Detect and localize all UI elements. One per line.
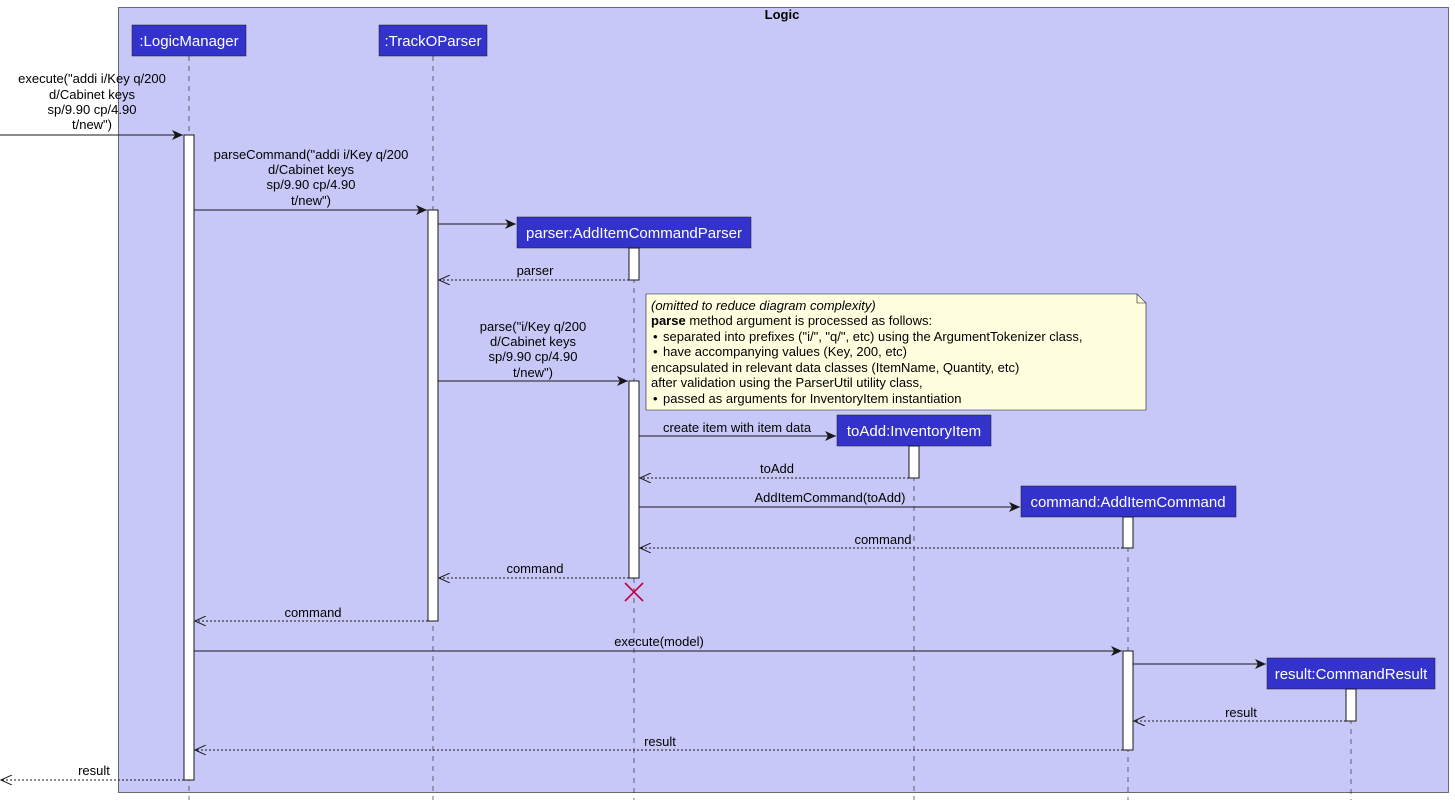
label-parse-call-1: parse("i/Key q/200 bbox=[480, 319, 587, 334]
svg-text::TrackOParser: :TrackOParser bbox=[385, 33, 482, 50]
label-result-return-1: result bbox=[1225, 705, 1257, 720]
note-line-7: passed as arguments for InventoryItem in… bbox=[663, 391, 961, 406]
activation-command-execute bbox=[1122, 650, 1134, 751]
frame-title: Logic bbox=[765, 7, 800, 22]
label-execute-call-1: execute("addi i/Key q/200 bbox=[18, 71, 166, 86]
label-result-return-3: result bbox=[78, 763, 110, 778]
note-line-5: encapsulated in relevant data classes (I… bbox=[651, 360, 1019, 375]
note-bullet-4: • bbox=[653, 344, 658, 359]
participant-logic-manager: :LogicManager bbox=[131, 24, 247, 57]
label-command-return-1: command bbox=[854, 532, 911, 547]
label-parse-call-3: sp/9.90 cp/4.90 bbox=[489, 349, 578, 364]
activation-to-add bbox=[908, 445, 920, 479]
svg-text:toAdd:InventoryItem: toAdd:InventoryItem bbox=[847, 423, 981, 440]
label-to-add-return: toAdd bbox=[760, 461, 794, 476]
note-line-6: after validation using the ParserUtil ut… bbox=[651, 375, 923, 390]
activation-logic-manager bbox=[183, 134, 195, 781]
note-line-1: (omitted to reduce diagram complexity) bbox=[651, 298, 876, 313]
participant-tracko-parser: :TrackOParser bbox=[378, 24, 488, 57]
note-bullet-3: • bbox=[653, 329, 658, 344]
label-add-item-command: AddItemCommand(toAdd) bbox=[754, 490, 905, 505]
note-line-3: separated into prefixes ("i/", "q/", etc… bbox=[663, 329, 1083, 344]
note-bullet-7: • bbox=[653, 391, 658, 406]
label-execute-call-3: sp/9.90 cp/4.90 bbox=[48, 102, 137, 117]
label-command-return-3: command bbox=[284, 605, 341, 620]
activation-command-create bbox=[1122, 516, 1134, 549]
participant-result: result:CommandResult bbox=[1266, 657, 1436, 690]
label-create-item: create item with item data bbox=[663, 420, 812, 435]
svg-text::LogicManager: :LogicManager bbox=[139, 33, 238, 50]
label-parse-call-2: d/Cabinet keys bbox=[490, 334, 576, 349]
note-line-2: parse method argument is processed as fo… bbox=[651, 313, 932, 328]
svg-text:command:AddItemCommand: command:AddItemCommand bbox=[1030, 494, 1225, 511]
label-parse-command-4: t/new") bbox=[291, 193, 331, 208]
note: (omitted to reduce diagram complexity) p… bbox=[645, 293, 1147, 411]
label-parse-command-1: parseCommand("addi i/Key q/200 bbox=[214, 147, 409, 162]
label-execute-model: execute(model) bbox=[614, 634, 704, 649]
destroy-mark bbox=[624, 582, 644, 602]
svg-text:parser:AddItemCommandParser: parser:AddItemCommandParser bbox=[526, 225, 742, 242]
activation-tracko-parser bbox=[427, 209, 439, 622]
activation-parser-create bbox=[628, 247, 640, 281]
label-parser-return: parser bbox=[517, 263, 555, 278]
activation-result bbox=[1345, 688, 1357, 722]
activation-parser-parse bbox=[628, 380, 640, 579]
participant-parser: parser:AddItemCommandParser bbox=[516, 216, 752, 249]
label-parse-command-3: sp/9.90 cp/4.90 bbox=[267, 177, 356, 192]
participant-to-add: toAdd:InventoryItem bbox=[836, 414, 992, 447]
label-parse-call-4: t/new") bbox=[513, 365, 553, 380]
label-parse-command-2: d/Cabinet keys bbox=[268, 162, 354, 177]
label-execute-call-4: t/new") bbox=[72, 117, 112, 132]
label-command-return-2: command bbox=[506, 561, 563, 576]
svg-text:result:CommandResult: result:CommandResult bbox=[1275, 666, 1428, 683]
note-line-4: have accompanying values (Key, 200, etc) bbox=[663, 344, 907, 359]
participant-command: command:AddItemCommand bbox=[1020, 485, 1237, 518]
label-result-return-2: result bbox=[644, 734, 676, 749]
label-execute-call-2: d/Cabinet keys bbox=[49, 87, 135, 102]
